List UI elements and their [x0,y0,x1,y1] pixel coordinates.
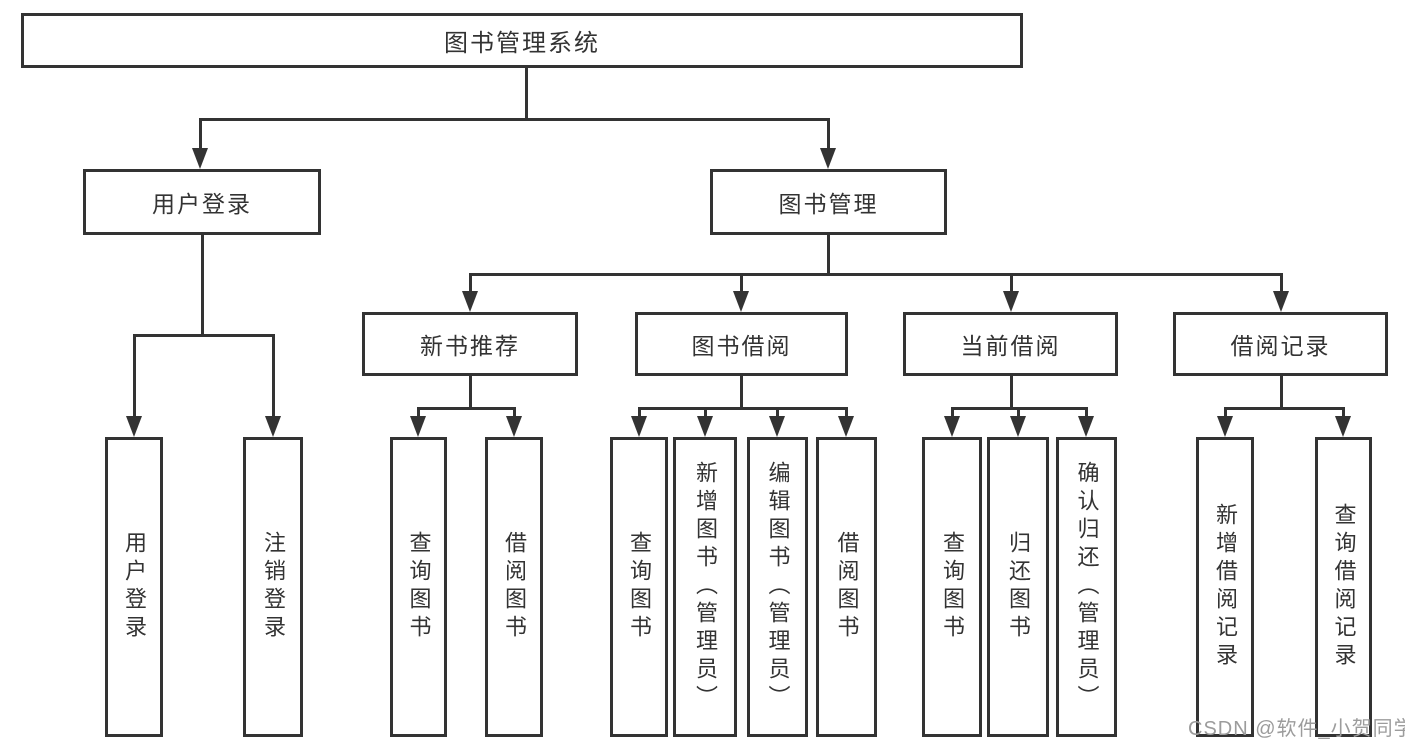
node-label: 新书推荐 [420,333,520,359]
arrow-down-icon [506,416,522,437]
arrow-down-icon [1078,416,1094,437]
connector-line [951,407,954,419]
node-confirm-return-admin: 确认归还（管理员） [1056,437,1117,737]
node-user-login: 用户登录 [83,169,321,235]
node-user-login-leaf: 用户登录 [105,437,163,737]
node-label: 新增借阅记录 [1213,503,1238,671]
arrow-down-icon [838,416,854,437]
node-book-management: 图书管理 [710,169,947,235]
connector-line [1010,273,1013,293]
connector-line [199,118,830,121]
arrow-down-icon [126,416,142,437]
connector-line [525,66,528,119]
connector-line [776,407,779,419]
node-query-books-recommend: 查询图书 [390,437,447,737]
connector-line [417,407,516,410]
connector-line [272,334,275,419]
node-label: 查询借阅记录 [1331,503,1357,671]
connector-line [1017,407,1020,419]
node-return-books: 归还图书 [987,437,1049,737]
node-label: 用户登录 [152,191,252,217]
node-label: 借阅记录 [1230,333,1331,359]
node-label: 确认归还（管理员） [1074,461,1100,713]
connector-line [1224,407,1227,419]
arrow-down-icon [1010,416,1026,437]
connector-line [845,407,848,419]
connector-line [469,273,472,293]
arrow-down-icon [1003,291,1019,312]
connector-line [638,407,848,410]
arrow-down-icon [192,148,208,169]
node-logout: 注销登录 [243,437,303,737]
node-library-management-system: 图书管理系统 [21,13,1023,68]
node-query-borrow-record: 查询借阅记录 [1315,437,1372,737]
connector-line [133,334,136,419]
connector-line [1010,375,1013,410]
node-label: 当前借阅 [960,333,1061,359]
csdn-watermark: CSDN @软件_小贺同学 [1188,718,1405,740]
arrow-down-icon [697,416,713,437]
arrow-down-icon [265,416,281,437]
node-label: 图书借阅 [691,333,792,359]
node-label: 图书管理系统 [444,30,600,57]
connector-line [469,273,1283,276]
connector-line [827,118,830,151]
node-label: 查询图书 [627,531,652,643]
node-label: 用户登录 [122,531,147,643]
node-book-borrowing: 图书借阅 [635,312,848,376]
node-add-borrow-record: 新增借阅记录 [1196,437,1254,737]
node-label: 图书管理 [778,191,879,217]
node-label: 注销登录 [261,531,286,643]
arrow-down-icon [631,416,647,437]
arrow-down-icon [944,416,960,437]
node-label: 借阅图书 [834,531,860,643]
node-label: 编辑图书（管理员） [765,461,791,713]
arrow-down-icon [733,291,749,312]
arrow-down-icon [1217,416,1233,437]
connector-line [201,234,204,336]
node-current-borrowing: 当前借阅 [903,312,1118,376]
arrow-down-icon [820,148,836,169]
connector-line [1085,407,1088,419]
connector-line [469,375,472,410]
connector-line [417,407,420,419]
connector-line [133,334,275,337]
node-label: 查询图书 [406,531,432,643]
node-borrowing-records: 借阅记录 [1173,312,1388,376]
node-borrow-books-recommend: 借阅图书 [485,437,543,737]
node-label: 查询图书 [940,531,965,643]
connector-line [740,273,743,293]
arrow-down-icon [1335,416,1351,437]
connector-line [740,375,743,410]
arrow-down-icon [462,291,478,312]
connector-line [1280,375,1283,410]
node-query-books-borrowing: 查询图书 [610,437,668,737]
node-borrow-books: 借阅图书 [816,437,877,737]
node-label: 借阅图书 [502,531,527,643]
connector-line [1224,407,1345,410]
connector-line [1280,273,1283,293]
node-query-books-current: 查询图书 [922,437,982,737]
node-new-book-recommend: 新书推荐 [362,312,578,376]
connector-line [827,234,830,276]
connector-line [1342,407,1345,419]
node-label: 归还图书 [1006,531,1031,643]
node-edit-books-admin: 编辑图书（管理员） [747,437,808,737]
arrow-down-icon [410,416,426,437]
connector-line [513,407,516,419]
arrow-down-icon [1273,291,1289,312]
node-add-books-admin: 新增图书（管理员） [673,437,737,737]
connector-line [199,118,202,151]
connector-line [638,407,641,419]
connector-line [704,407,707,419]
arrow-down-icon [769,416,785,437]
node-label: 新增图书（管理员） [693,461,718,713]
